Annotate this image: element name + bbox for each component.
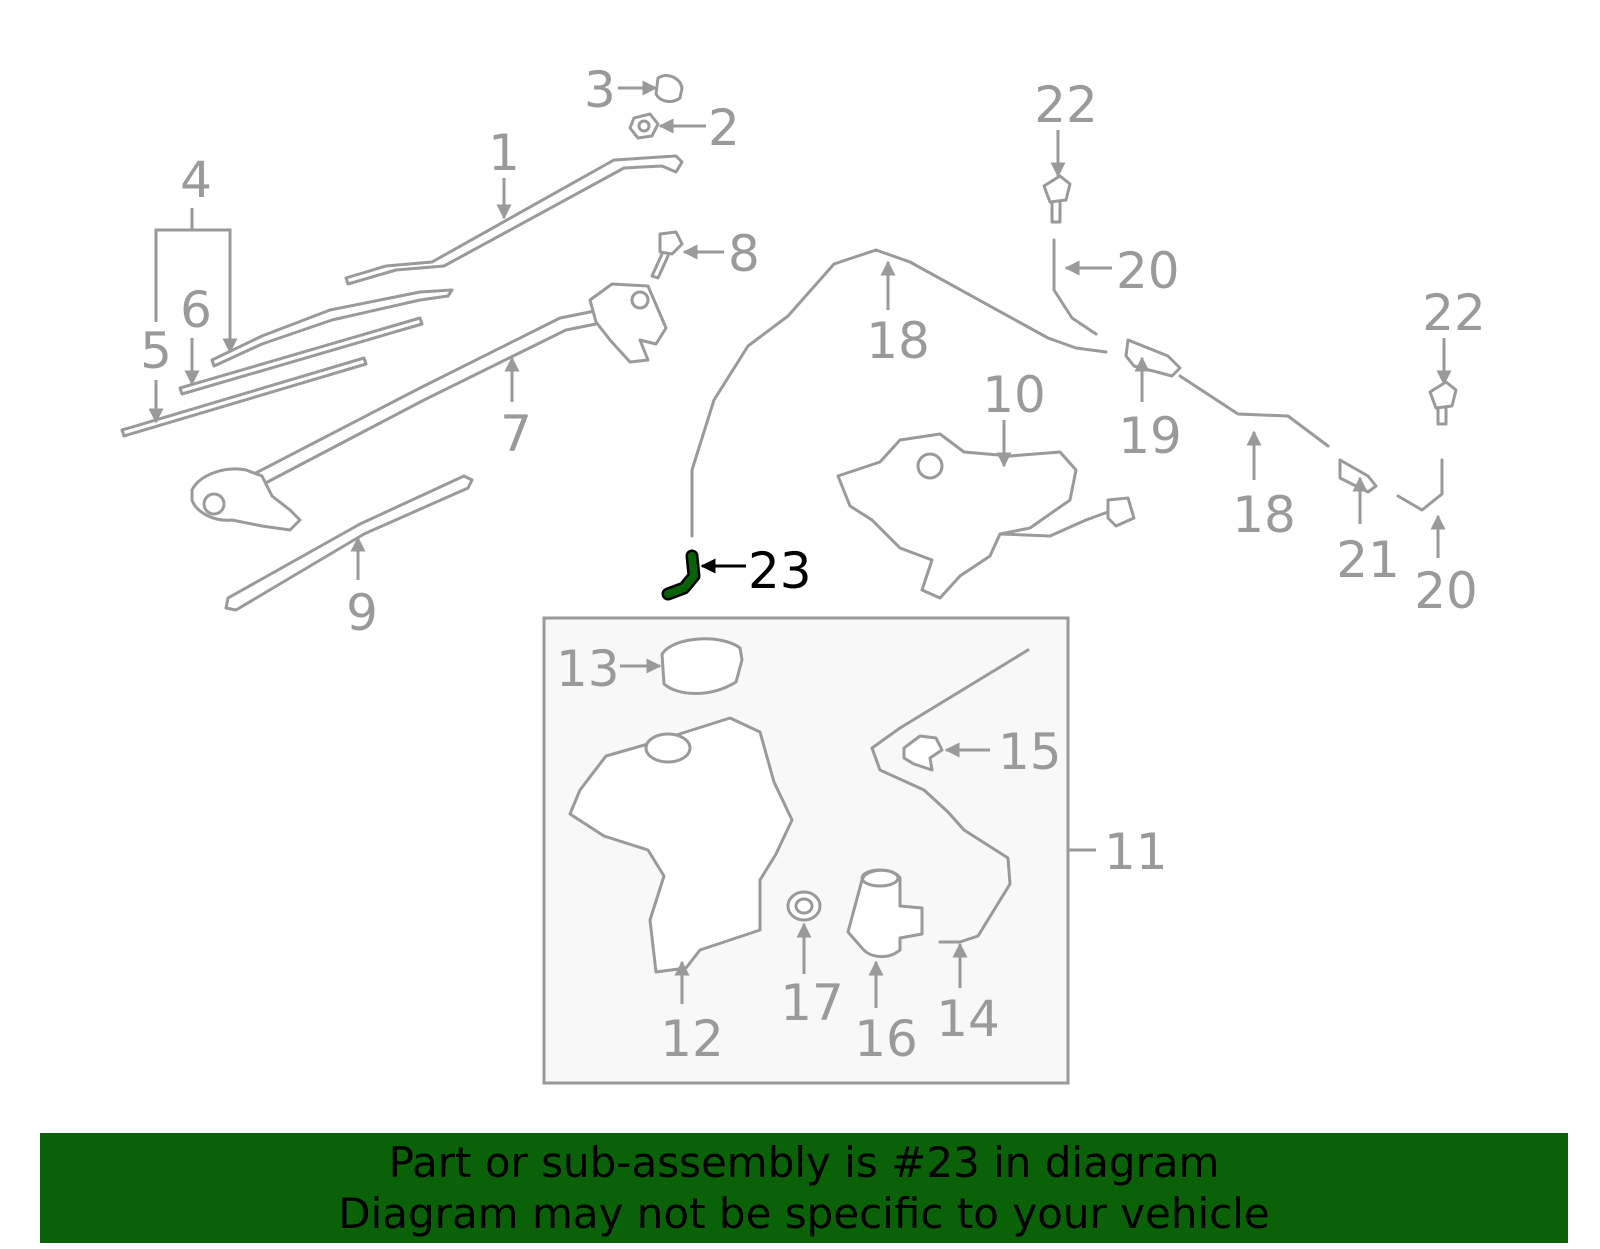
part-4-5-6-wiper-blades bbox=[120, 288, 454, 438]
part-22-nozzle-right bbox=[1428, 380, 1458, 426]
callout-13: 13 bbox=[556, 640, 620, 698]
callout-1: 1 bbox=[488, 124, 520, 182]
part-18-washer-hose bbox=[690, 248, 1330, 538]
part-20-hose-right bbox=[1396, 458, 1444, 512]
callout-20-right: 20 bbox=[1414, 562, 1478, 620]
callout-14: 14 bbox=[936, 990, 1000, 1048]
callout-17: 17 bbox=[780, 974, 844, 1032]
part-20-hose-left bbox=[1052, 238, 1098, 336]
part-7-wiper-linkage bbox=[190, 282, 668, 532]
callout-18-right: 18 bbox=[1232, 486, 1296, 544]
part-17-grommet bbox=[786, 890, 822, 922]
part-12-reservoir-tank bbox=[568, 716, 794, 974]
part-10-wiper-motor bbox=[836, 432, 1136, 600]
callout-16: 16 bbox=[854, 1010, 918, 1068]
callout-22-right: 22 bbox=[1422, 284, 1486, 342]
part-2-nut bbox=[628, 112, 660, 140]
part-21-connector bbox=[1338, 458, 1378, 494]
callouts: 1 2 3 4 5 6 7 8 9 10 11 12 bbox=[140, 61, 1486, 1068]
part-13-cap bbox=[660, 637, 744, 695]
banner-line-2: Diagram may not be specific to your vehi… bbox=[338, 1189, 1270, 1238]
part-9-link-rod bbox=[224, 474, 474, 612]
parts-diagram: 1 2 3 4 5 6 7 8 9 10 11 12 bbox=[120, 61, 1486, 1085]
callout-6: 6 bbox=[180, 281, 212, 339]
callout-10: 10 bbox=[982, 366, 1046, 424]
banner-line-1: Part or sub-assembly is #23 in diagram bbox=[388, 1138, 1220, 1187]
part-8-bolt bbox=[650, 230, 684, 280]
info-banner: Part or sub-assembly is #23 in diagram D… bbox=[40, 1133, 1568, 1243]
part-22-nozzle-left bbox=[1042, 174, 1072, 224]
callout-5: 5 bbox=[140, 322, 172, 380]
callout-15: 15 bbox=[998, 723, 1062, 781]
callout-4: 4 bbox=[180, 151, 212, 209]
callout-20-left: 20 bbox=[1116, 242, 1180, 300]
callout-11: 11 bbox=[1104, 823, 1168, 881]
callout-9: 9 bbox=[346, 584, 378, 642]
callout-18-top: 18 bbox=[866, 312, 930, 370]
part-1-wiper-arm bbox=[344, 154, 684, 286]
callout-8: 8 bbox=[728, 225, 760, 283]
callout-3: 3 bbox=[584, 61, 616, 119]
callout-22-left: 22 bbox=[1034, 76, 1098, 134]
callout-2: 2 bbox=[708, 99, 740, 157]
callout-7: 7 bbox=[500, 405, 532, 463]
callout-12: 12 bbox=[660, 1010, 724, 1068]
reservoir-assembly-box bbox=[542, 616, 1070, 1085]
callout-21: 21 bbox=[1336, 531, 1400, 589]
part-23-highlighted-hose bbox=[661, 549, 701, 601]
part-3-cap bbox=[654, 74, 684, 103]
callout-23: 23 bbox=[748, 542, 812, 600]
callout-19: 19 bbox=[1118, 407, 1182, 465]
part-16-washer-pump bbox=[846, 868, 924, 958]
part-19-connector bbox=[1124, 338, 1182, 378]
part-14-15-washer-hose-clip bbox=[870, 648, 1030, 944]
